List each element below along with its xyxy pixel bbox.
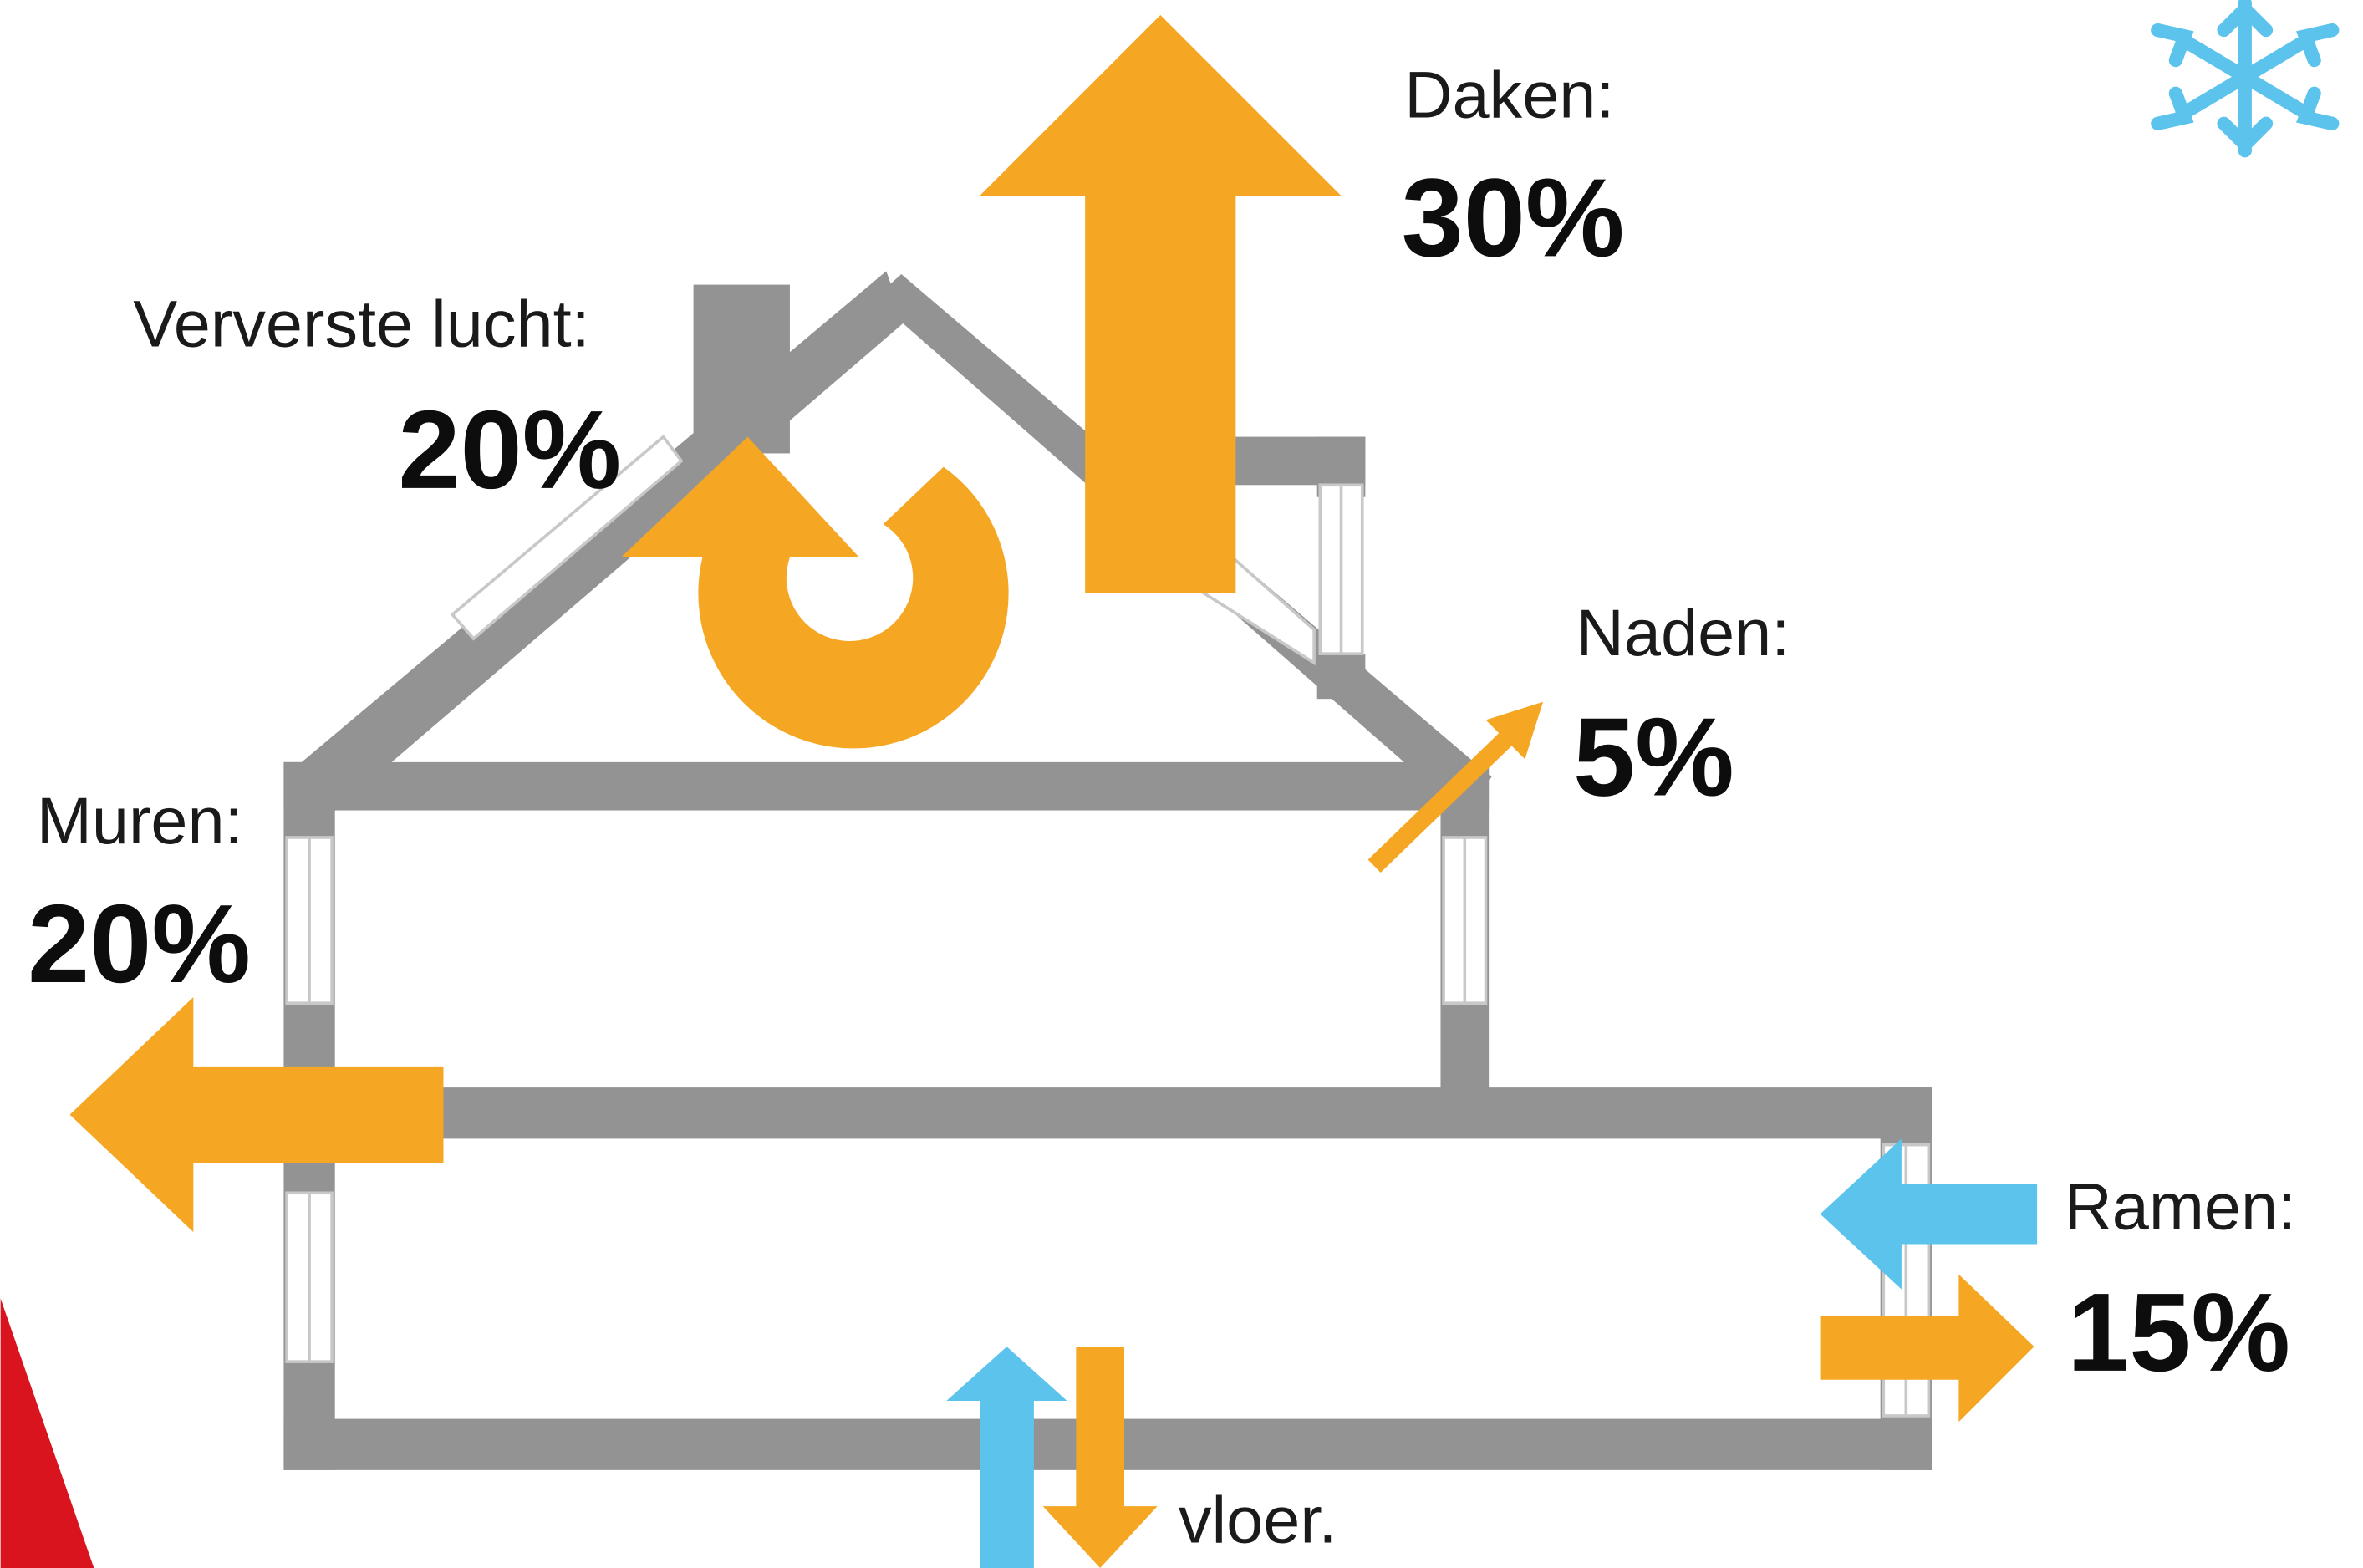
attic-floor — [283, 761, 1490, 811]
skylight-window — [450, 435, 684, 641]
daken-value: 30% — [1402, 155, 1625, 280]
floor-cold-arrow — [946, 1347, 1067, 1568]
muren-label: Muren: — [37, 783, 243, 858]
muren-value: 20% — [28, 882, 251, 1006]
daken-label: Daken: — [1404, 58, 1614, 132]
middle-floor — [283, 1087, 1932, 1139]
roof-left-slope — [283, 271, 904, 814]
ververste-lucht-label: Ververste lucht: — [133, 286, 589, 360]
naden-label: Naden: — [1576, 595, 1790, 669]
snowflake-icon — [2151, 0, 2340, 158]
ventilation-cycle-arrow — [621, 436, 1009, 749]
walls-heat-arrow — [69, 996, 444, 1233]
vloer-label: vloer. — [1179, 1482, 1337, 1556]
naden-value: 5% — [1573, 695, 1734, 820]
ramen-value: 15% — [2067, 1270, 2290, 1395]
seams-heat-arrow — [1367, 701, 1544, 873]
red-corner-accent — [0, 1298, 94, 1568]
floor-heat-arrow — [1042, 1347, 1158, 1568]
ramen-label: Ramen: — [2065, 1169, 2297, 1244]
roof-heat-arrow — [980, 15, 1342, 594]
windows-cold-arrow — [1820, 1138, 2038, 1290]
ververste-lucht-value: 20% — [398, 388, 621, 512]
windows-heat-arrow — [1820, 1274, 2035, 1423]
